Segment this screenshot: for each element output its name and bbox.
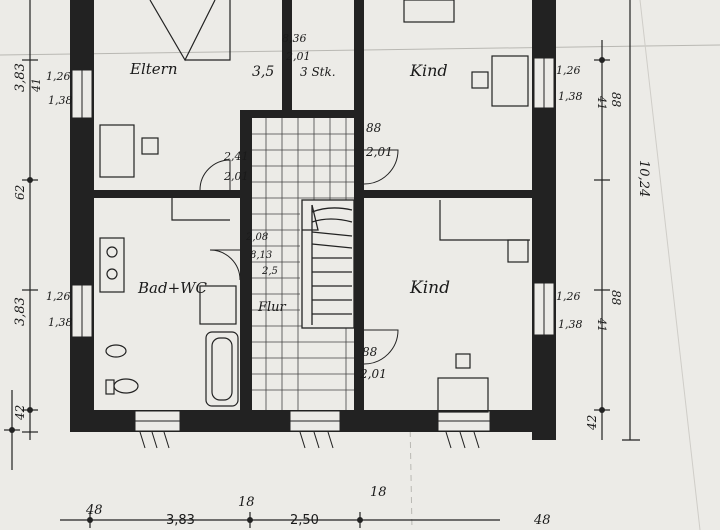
dim-right-2: 10,24 [636, 160, 651, 197]
kind-bottom-desk [437, 377, 489, 413]
window-dimensions: 1,26 1,38 1,26 1,38 1,26 1,38 1,26 1,38 [46, 64, 583, 331]
window-dim-br-bot: 1,38 [558, 318, 583, 331]
sink-basin-2 [106, 268, 118, 280]
bath-double-sink [99, 237, 125, 293]
kind-top-box [471, 71, 489, 89]
note-door-mid-a: 88 [366, 121, 382, 135]
dim-left-1: 3,83 [13, 63, 28, 92]
wall-parents-bath [94, 190, 240, 198]
window-dim-tr-bot: 1,38 [558, 90, 583, 103]
window-dim-br-top: 1,26 [556, 290, 581, 303]
note-stair-c: 2,5 [261, 266, 278, 277]
sink-basin-1 [106, 246, 118, 258]
wall-kind-kind [362, 190, 532, 198]
window-dim-tl-top: 1,26 [46, 70, 71, 83]
door-kind-bottom [363, 329, 399, 365]
dim-left-4: 42 [13, 405, 27, 421]
door-kind-top [363, 149, 399, 185]
handwritten-notes: 3,5 8,36 2,01 3 Stk. 88 2,01 2,41 2,01 2… [223, 32, 393, 381]
door-swings [199, 149, 399, 365]
dim-left-3: 3,83 [13, 297, 28, 326]
dim-bottom-4: 2,50 [290, 513, 319, 528]
parents-bed [149, 0, 231, 62]
note-center-top-d: 3 Stk. [300, 65, 336, 79]
note-door-mid-b: 2,01 [365, 145, 393, 159]
kind-bottom-chair [455, 353, 471, 369]
room-label-bath: Bad+WC [137, 279, 208, 297]
note-door-low-a: 88 [362, 345, 378, 359]
wall-top-shaft [282, 0, 292, 112]
bath-cabinet [171, 198, 230, 221]
note-door-left-b: 2,01 [223, 170, 249, 183]
dimension-marks [9, 57, 605, 523]
room-label-parents: Eltern [129, 60, 177, 78]
dim-right-4: 42 [585, 415, 599, 431]
wall-hall-top [240, 110, 364, 118]
side-dimension-labels: 3,83 41 62 3,83 42 88 41 10,24 88 41 42 [13, 63, 651, 431]
dim-left-1b: 41 [30, 78, 43, 93]
bidet [105, 344, 127, 358]
dim-right-1b: 41 [595, 95, 608, 110]
window-dim-tr-top: 1,26 [556, 64, 581, 77]
wall-hall-kind [354, 0, 364, 410]
room-label-kind-bottom: Kind [409, 278, 450, 298]
parents-nightstand [141, 137, 159, 155]
bathtub [205, 331, 239, 407]
note-center-top-c: 2,01 [285, 50, 311, 63]
note-door-left-a: 2,41 [223, 150, 249, 163]
room-label-kind-top: Kind [409, 61, 448, 80]
sill-hatching [139, 431, 480, 449]
dim-right-3: 88 [609, 290, 623, 306]
note-center-top-b: 8,36 [282, 32, 307, 45]
kind-top-bed [403, 0, 455, 23]
note-door-low-b: 2,01 [359, 367, 387, 381]
kind-top-wardrobe [491, 55, 529, 107]
door-parents [199, 159, 231, 191]
fixtures [99, 0, 530, 413]
dim-right-1: 88 [609, 92, 623, 108]
dim-left-2: 62 [13, 185, 27, 200]
bath-shower [199, 285, 237, 325]
note-stair-b: 8,13 [250, 250, 272, 261]
room-labels: Eltern Kind Bad+WC Flur Kind [129, 60, 450, 315]
kind-bottom-bed [439, 200, 530, 241]
interior-walls [94, 0, 532, 410]
note-center-top-a: 3,5 [252, 64, 274, 80]
dim-bottom-3: 18 [238, 495, 255, 510]
note-stair-a: 2,08 [245, 232, 268, 243]
door-bath [209, 249, 241, 281]
room-label-hall: Flur [257, 300, 287, 315]
dim-bottom-2: 3,83 [166, 513, 195, 528]
parents-desk [99, 124, 135, 178]
window-dim-tl-bot: 1,38 [48, 94, 73, 107]
wall-bath-hall [240, 112, 252, 410]
dimension-lines [4, 0, 640, 528]
window-glazing-lines [81, 58, 545, 422]
staircase [301, 199, 355, 329]
dim-right-3b: 41 [595, 317, 608, 332]
window-dim-bl-bot: 1,38 [48, 316, 73, 329]
dim-bottom-5: 18 [370, 485, 387, 500]
dim-bottom-6: 48 [533, 513, 551, 528]
bottom-dimension-labels: 48 3,83 18 2,50 18 48 [85, 485, 551, 528]
west-wall [70, 0, 94, 425]
hall-tiles [252, 118, 354, 410]
dim-bottom-1: 48 [85, 503, 103, 518]
window-dim-bl-top: 1,26 [46, 290, 71, 303]
